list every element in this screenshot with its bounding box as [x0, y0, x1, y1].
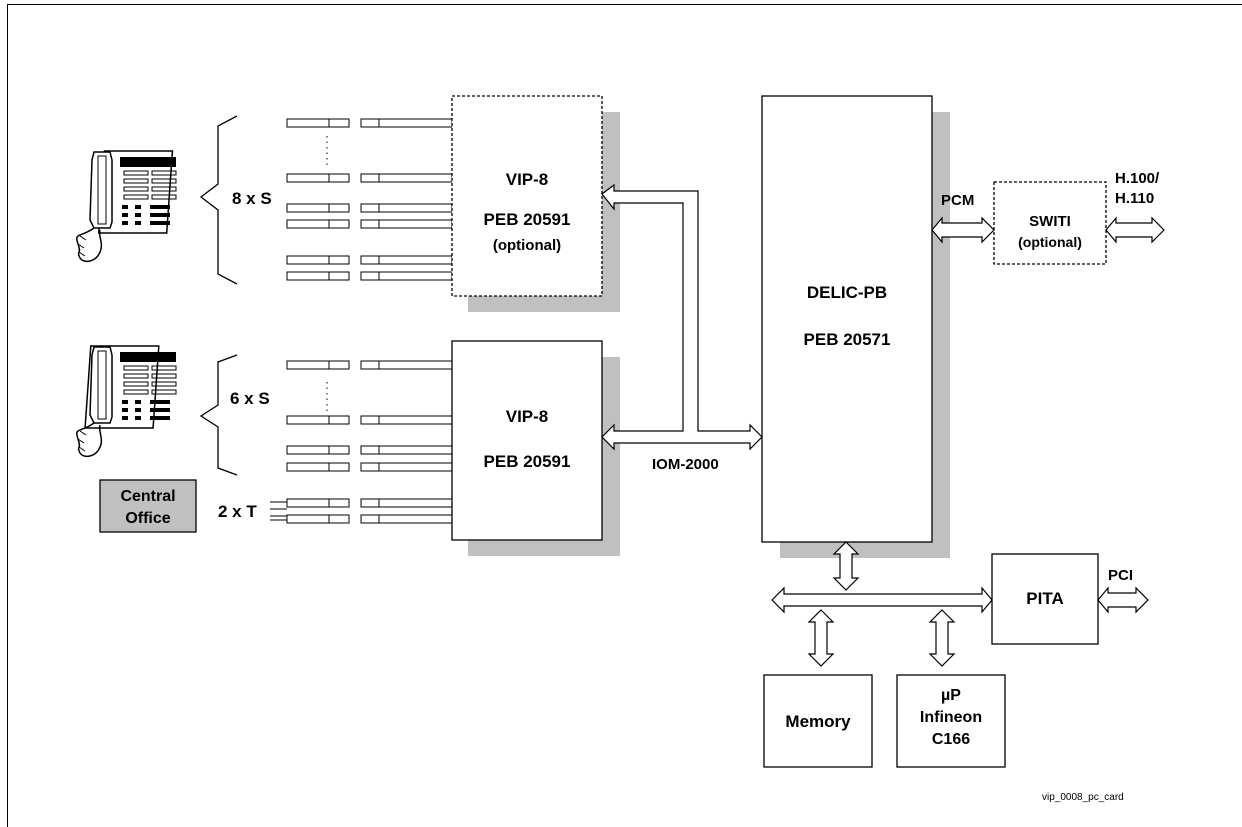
delic-block — [761, 95, 933, 543]
line-segment — [378, 415, 453, 425]
line-segment — [378, 462, 453, 472]
line-segment — [360, 203, 380, 213]
line-segment — [328, 219, 350, 229]
line-segment — [360, 445, 380, 455]
line-segment — [328, 462, 350, 472]
telephone-icon-bottom — [76, 345, 177, 458]
line-segment — [328, 498, 350, 508]
iom2000-bus-arrow — [601, 183, 763, 451]
up-line2: Infineon — [920, 709, 982, 726]
label-6xs: 6 x S — [230, 389, 270, 408]
figure-id: vip_0008_pc_card — [1042, 792, 1124, 803]
bus-arrows — [601, 183, 1165, 667]
line-segment — [286, 118, 330, 128]
line-segment — [360, 415, 380, 425]
line-segment — [328, 415, 350, 425]
central-office-line2: Office — [125, 510, 170, 527]
line-segment — [360, 514, 380, 524]
line-segment — [286, 514, 330, 524]
line-segment — [286, 360, 330, 370]
line-segment — [360, 271, 380, 281]
line-segment — [378, 255, 453, 265]
local-bus-arrow — [771, 586, 993, 614]
pita-name: PITA — [1026, 589, 1063, 608]
line-segment — [328, 173, 350, 183]
line-segment — [378, 514, 453, 524]
line-segment — [378, 271, 453, 281]
delic-name: DELIC-PB — [807, 283, 887, 302]
line-segment — [328, 255, 350, 265]
line-segment — [286, 271, 330, 281]
line-segment — [286, 445, 330, 455]
line-segment — [286, 462, 330, 472]
line-segment — [378, 118, 453, 128]
line-segment — [378, 173, 453, 183]
line-segment — [360, 219, 380, 229]
line-segment — [286, 415, 330, 425]
line-segment — [378, 203, 453, 213]
line-segment — [286, 498, 330, 508]
vip8-top-part: PEB 20591 — [484, 210, 571, 229]
line-segment — [378, 219, 453, 229]
vip8-top-name: VIP-8 — [506, 170, 549, 189]
line-segment — [378, 498, 453, 508]
line-segment — [360, 173, 380, 183]
line-segment — [328, 445, 350, 455]
switi-block — [993, 181, 1107, 265]
line-segment — [360, 118, 380, 128]
label-h110: H.110 — [1115, 190, 1154, 207]
line-segment — [328, 118, 350, 128]
line-segment — [328, 360, 350, 370]
vip8-bottom-name: VIP-8 — [506, 407, 549, 426]
memory-name: Memory — [785, 712, 851, 731]
up-bus-arrow — [928, 609, 956, 667]
label-8xs: 8 x S — [232, 189, 272, 208]
central-office-line1: Central — [120, 488, 175, 505]
label-2xt: 2 x T — [218, 502, 257, 521]
delic-part: PEB 20571 — [804, 330, 891, 349]
brace-8xs — [199, 115, 238, 285]
pcm-bus-arrow — [931, 216, 995, 244]
memory-block — [763, 674, 873, 768]
up-line1: µP — [941, 687, 961, 704]
brace-6xs — [199, 354, 238, 476]
microprocessor-block — [896, 674, 1006, 768]
line-segment — [286, 219, 330, 229]
line-segment — [360, 255, 380, 265]
line-segment — [378, 445, 453, 455]
line-segment — [328, 514, 350, 524]
line-segment — [286, 203, 330, 213]
up-line3: C166 — [932, 731, 970, 748]
central-office-block — [99, 479, 197, 533]
line-segment — [286, 173, 330, 183]
label-iom2000: IOM-2000 — [652, 456, 719, 473]
vip8-bottom-block — [451, 340, 603, 541]
vip8-top-block — [451, 95, 603, 297]
line-segment — [360, 462, 380, 472]
label-pci: PCI — [1108, 567, 1133, 584]
line-segment — [378, 360, 453, 370]
diagram-frame — [7, 4, 1242, 827]
line-segment — [328, 203, 350, 213]
switi-note: (optional) — [1018, 234, 1082, 250]
line-segment — [328, 271, 350, 281]
switi-name: SWITI — [1029, 213, 1071, 230]
line-segment — [360, 360, 380, 370]
pita-block — [991, 553, 1099, 645]
vip8-bottom-part: PEB 20591 — [484, 452, 571, 471]
label-h100: H.100/ — [1115, 170, 1160, 187]
memory-bus-arrow — [807, 609, 835, 667]
label-pcm: PCM — [941, 192, 974, 209]
h100-bus-arrow — [1105, 216, 1165, 244]
line-segment — [360, 498, 380, 508]
vip8-top-note: (optional) — [493, 237, 561, 254]
telephone-icon-top — [76, 150, 177, 263]
pci-bus-arrow — [1097, 586, 1149, 614]
delic-bus-arrow — [832, 541, 860, 591]
line-segment — [286, 255, 330, 265]
subscriber-lines — [270, 118, 453, 524]
